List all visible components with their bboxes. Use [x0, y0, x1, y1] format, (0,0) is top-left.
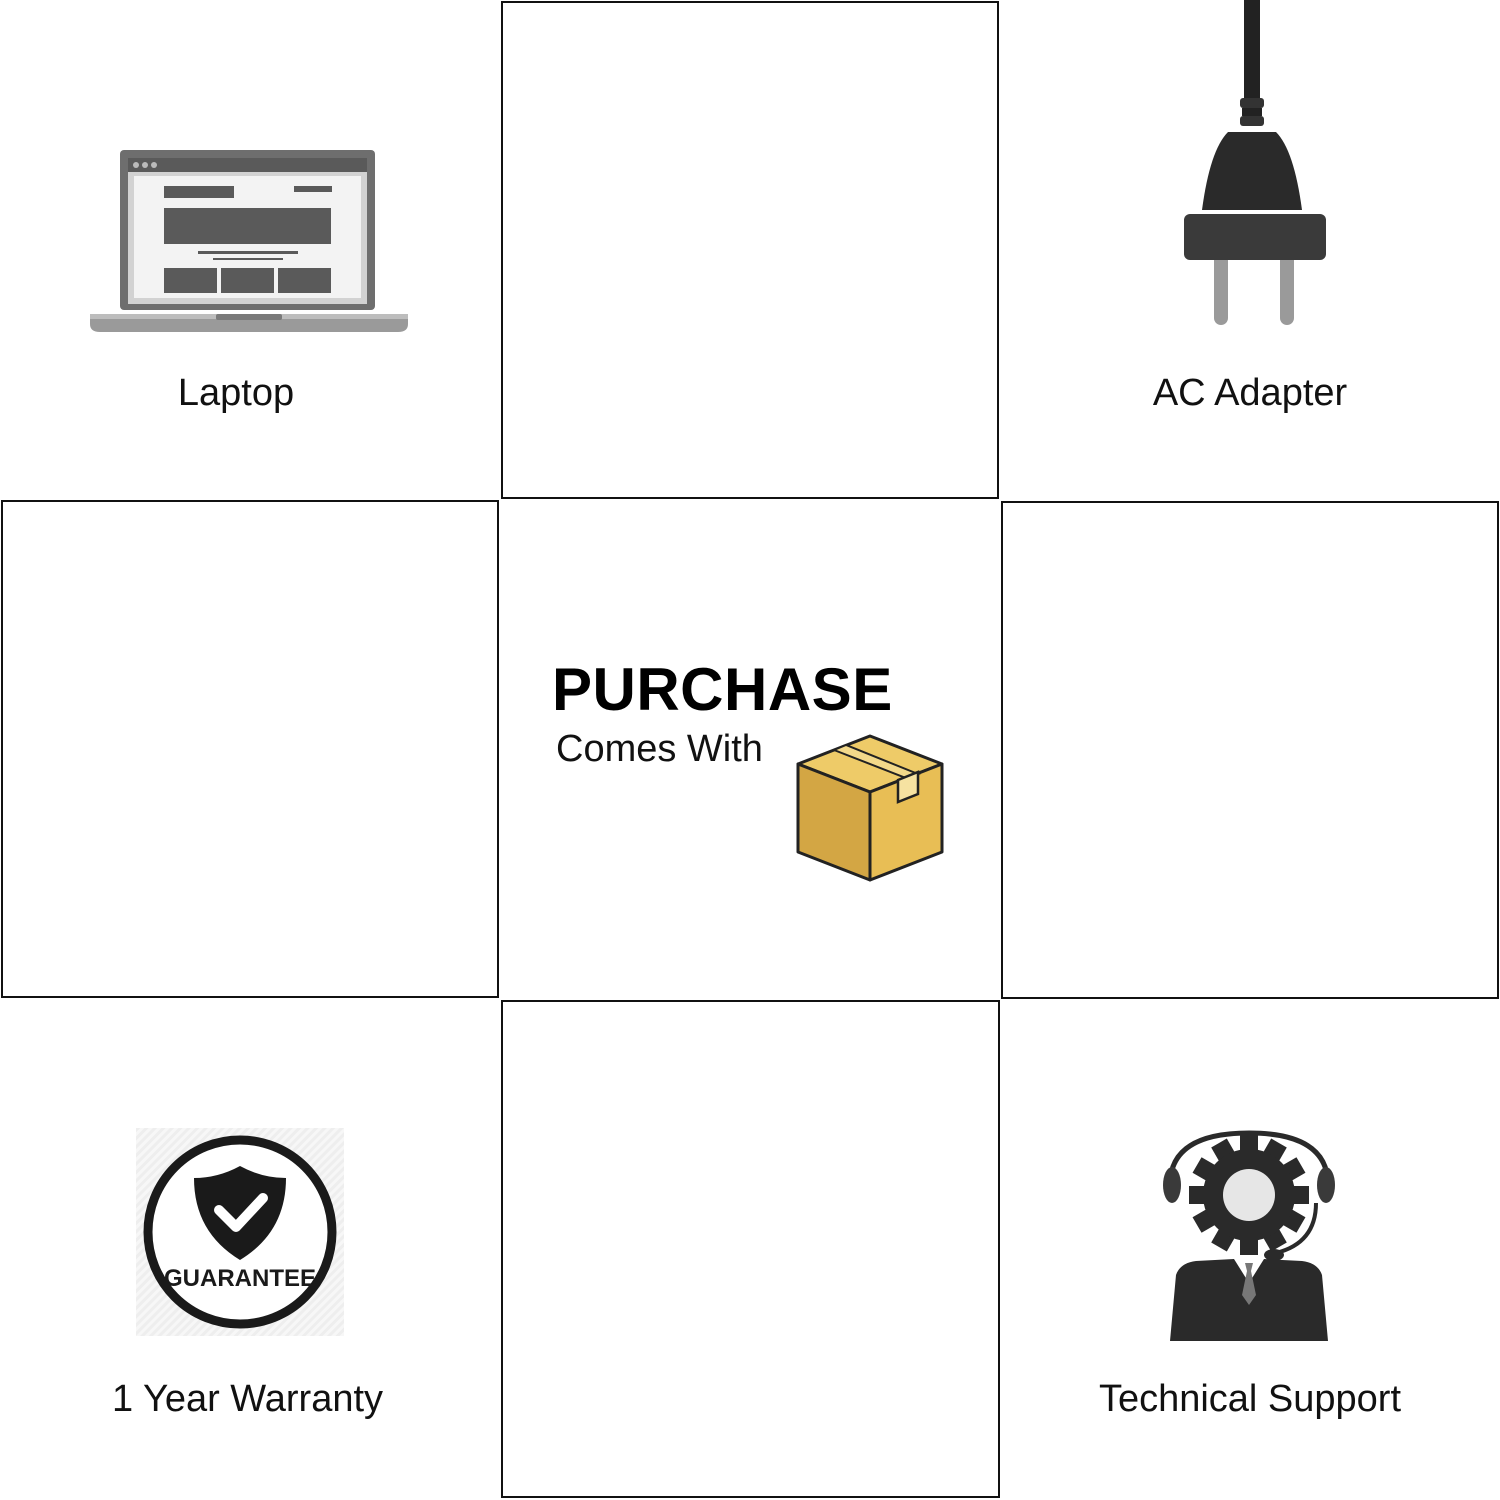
- purchase-title: PURCHASE: [552, 656, 893, 723]
- comes-with-text: Comes With: [556, 728, 763, 770]
- support-agent-icon: [1163, 1130, 1335, 1341]
- panel-bottom-center: [501, 1000, 1000, 1498]
- guarantee-badge-icon: GUARANTEE: [136, 1128, 344, 1336]
- item-label-technical-support: Technical Support: [1098, 1378, 1402, 1420]
- item-label-ac-adapter: AC Adapter: [1152, 372, 1348, 414]
- panel-middle-left: [1, 500, 499, 998]
- item-label-laptop: Laptop: [177, 372, 295, 414]
- guarantee-badge-text: GUARANTEE: [164, 1265, 316, 1292]
- item-label-warranty: 1 Year Warranty: [111, 1378, 384, 1420]
- panel-middle-right: [1001, 501, 1499, 999]
- panel-top-center: [501, 1, 999, 499]
- package-box-icon: [796, 734, 944, 882]
- power-plug-icon: [1184, 0, 1326, 325]
- laptop-icon: [90, 150, 408, 332]
